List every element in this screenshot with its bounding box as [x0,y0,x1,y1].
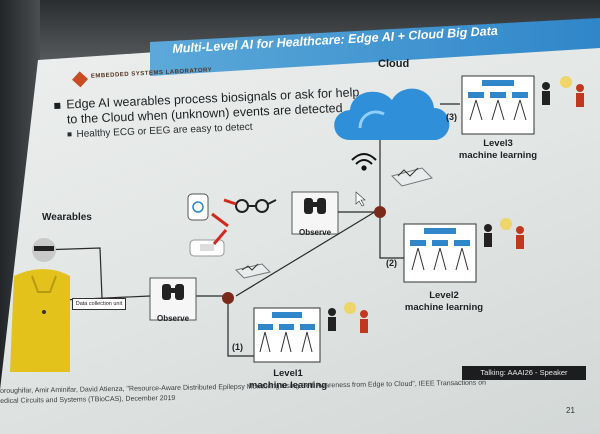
tree-diagram-icon-2 [403,223,477,283]
observe-label-1: Observe [157,314,190,323]
level1-subtitle: machine learning [248,380,328,391]
node-edge [222,292,234,304]
edge-to-node2 [235,209,379,297]
binoculars-icon [162,284,184,300]
person-figure [10,238,70,372]
people-idea-icon-2 [484,218,524,249]
level3-label: Level3 machine learning [448,138,548,162]
glasses-icon [235,199,277,213]
tree-diagram-icon-1 [253,307,321,363]
wearables-label: Wearables [42,212,92,223]
connector-lines [39,103,460,357]
cloud-highlight [358,110,385,129]
patch-icon [189,239,225,257]
binoculars-icon-2 [304,198,326,214]
talking-badge: Talking: AAAI26 - Speaker [462,366,586,380]
level2-label: Level2 machine learning [394,290,494,314]
level3-number: (3) [446,112,457,122]
arrows-icon [211,198,237,245]
page-number: 21 [566,406,575,415]
level2-subtitle: machine learning [404,302,484,313]
watch-icon [187,193,209,221]
people-idea-icon-3 [542,76,584,107]
data-collection-unit: Data collection unit [72,298,126,310]
level3-title: Level3 [483,138,513,149]
wifi-icon [351,153,377,171]
level2-title: Level2 [429,290,459,301]
observe-box-1 [149,277,197,321]
level1-title: Level1 [273,368,303,379]
cursor-icon [355,191,366,207]
observe-label-2: Observe [299,228,332,237]
cloud-label: Cloud [378,58,410,70]
wearable-upper-line [39,247,103,299]
level3-subtitle: machine learning [458,150,538,161]
level1-link [227,302,254,357]
cloud-icon [334,88,450,140]
mini-chart-icon-2 [391,167,433,187]
mini-chart-icon-1 [235,263,271,279]
people-idea-icon-1 [328,302,368,333]
level2-number: (2) [386,258,397,268]
observe-box-2 [291,191,339,235]
level1-number: (1) [232,342,243,352]
tree-diagram-icon-3 [461,75,535,135]
node-mid [374,206,386,218]
level1-label: Level1 machine learning [238,368,338,392]
level2-link [379,218,404,259]
